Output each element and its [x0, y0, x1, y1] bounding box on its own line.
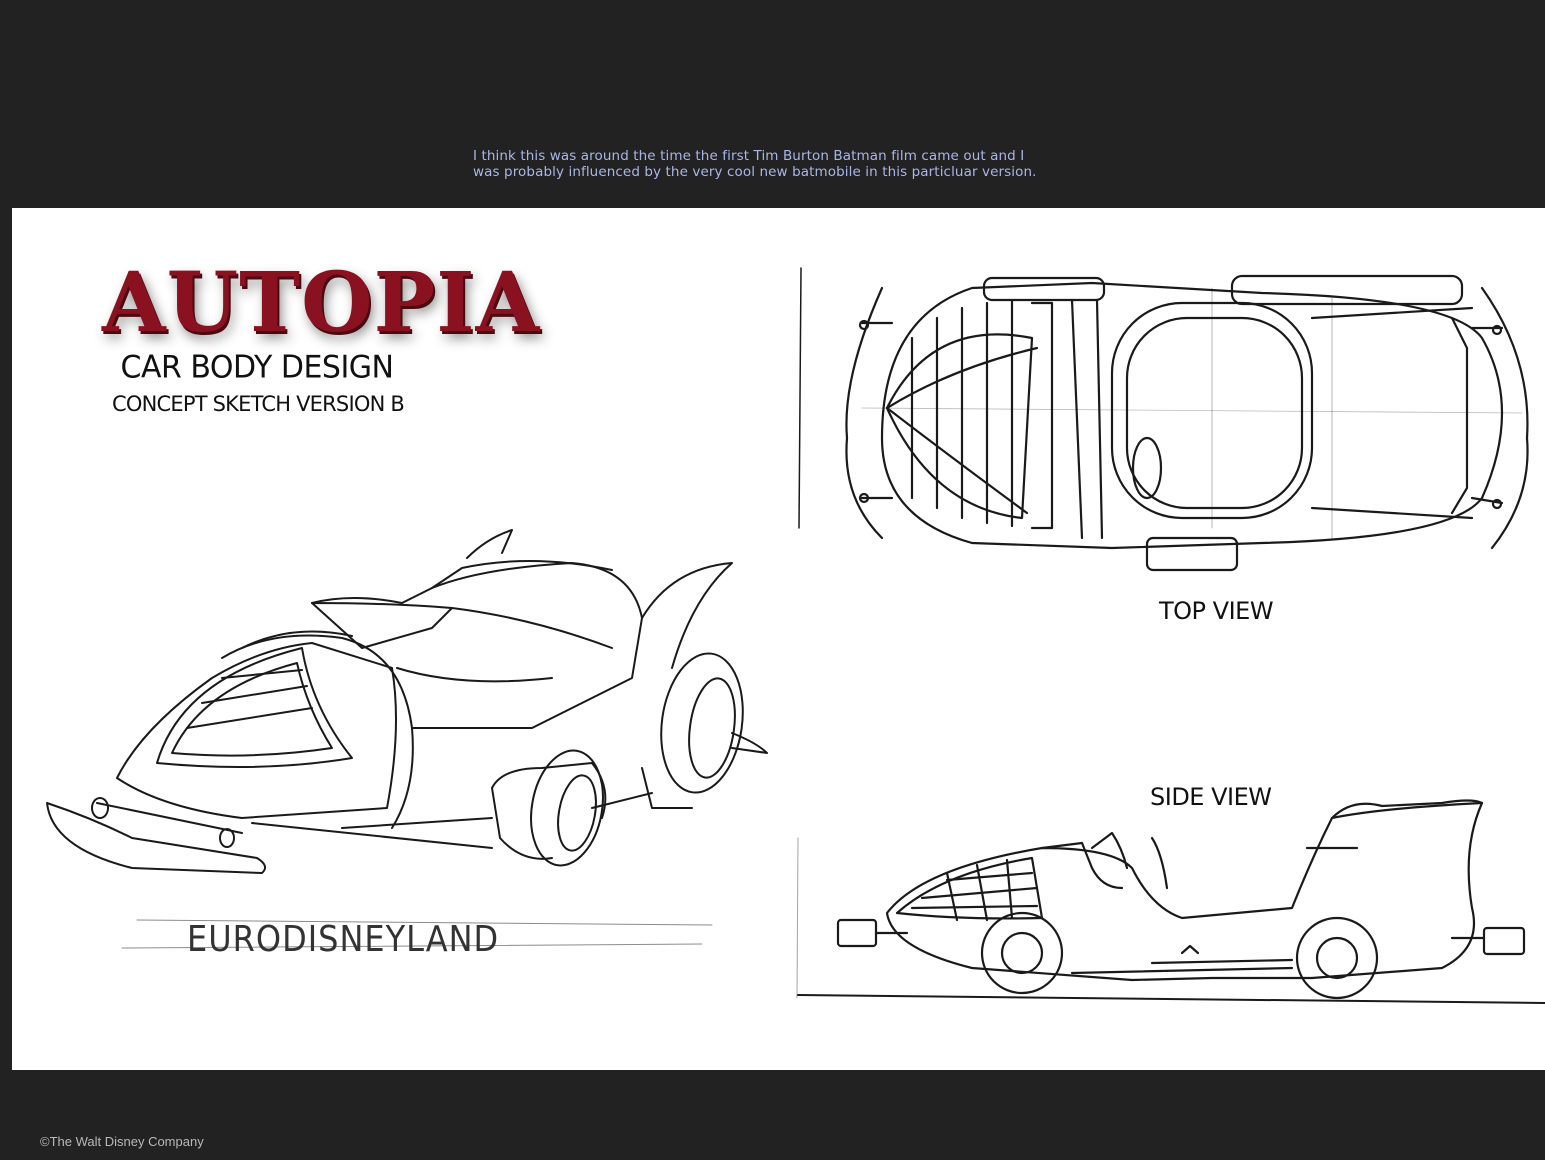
car-body-design-subtitle: CAR BODY DESIGN: [120, 349, 394, 386]
autopia-title: AUTOPIA: [102, 255, 541, 351]
concept-sketch-image: AUTOPIA CAR BODY DESIGN CONCEPT SKETCH V…: [12, 208, 1545, 1070]
divider-line-lower: [796, 837, 799, 999]
copyright-notice: ©The Walt Disney Company: [40, 1134, 204, 1149]
sketch-drawings: [46, 267, 1545, 1004]
side-view-label: SIDE VIEW: [1150, 783, 1272, 811]
side-view-car-sketch: [797, 799, 1545, 1004]
concept-sketch-subtitle: CONCEPT SKETCH VERSION B: [112, 392, 405, 416]
top-view-label: TOP VIEW: [1159, 597, 1274, 625]
euro-line-top: [136, 919, 713, 926]
top-view-car-sketch: [845, 274, 1529, 572]
eurodisneyland-label: EURODISNEYLAND: [187, 918, 500, 960]
euro-line-bottom: [121, 943, 703, 949]
perspective-car-sketch: [46, 529, 768, 874]
caption: I think this was around the time the fir…: [473, 148, 1073, 180]
caption-line-1: I think this was around the time the fir…: [473, 148, 1025, 164]
caption-line-2: was probably influenced by the very cool…: [473, 164, 1037, 180]
divider-line: [798, 267, 802, 529]
